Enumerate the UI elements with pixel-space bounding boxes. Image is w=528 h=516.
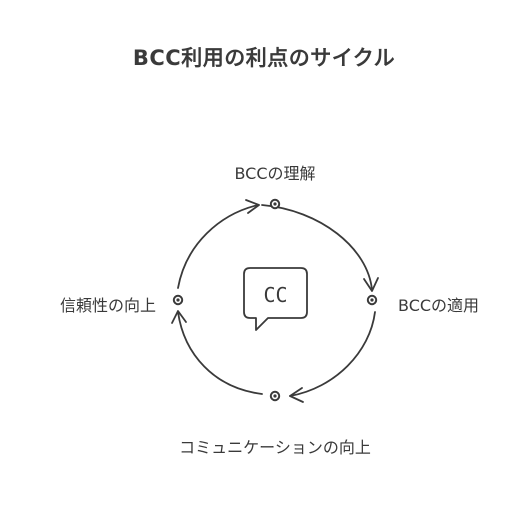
node-label-bcc-application: BCCの適用 (398, 296, 480, 315)
node-dot-top-core (273, 202, 277, 206)
cc-icon-text: CC (263, 283, 287, 307)
arrowhead-right (363, 277, 379, 292)
arc-top-to-right (261, 204, 373, 291)
node-dot-left-core (176, 298, 180, 302)
node-label-communication-improvement: コミュニケーションの向上 (179, 438, 371, 457)
arrowhead-top (245, 199, 260, 214)
node-label-reliability-improvement: 信頼性の向上 (59, 296, 156, 315)
arc-right-to-bottom (289, 311, 376, 397)
node-dot-right-core (370, 298, 374, 302)
arrowhead-bottom (289, 387, 304, 403)
arrowhead-left (171, 310, 187, 324)
node-label-bcc-understanding: BCCの理解 (234, 164, 316, 183)
arc-left-to-top (177, 204, 259, 289)
closed-captions-icon: CC (243, 267, 308, 331)
node-dot-bottom-core (273, 394, 277, 398)
arc-bottom-to-left (177, 311, 263, 395)
diagram-title: BCC利用の利点のサイクル (132, 46, 396, 70)
